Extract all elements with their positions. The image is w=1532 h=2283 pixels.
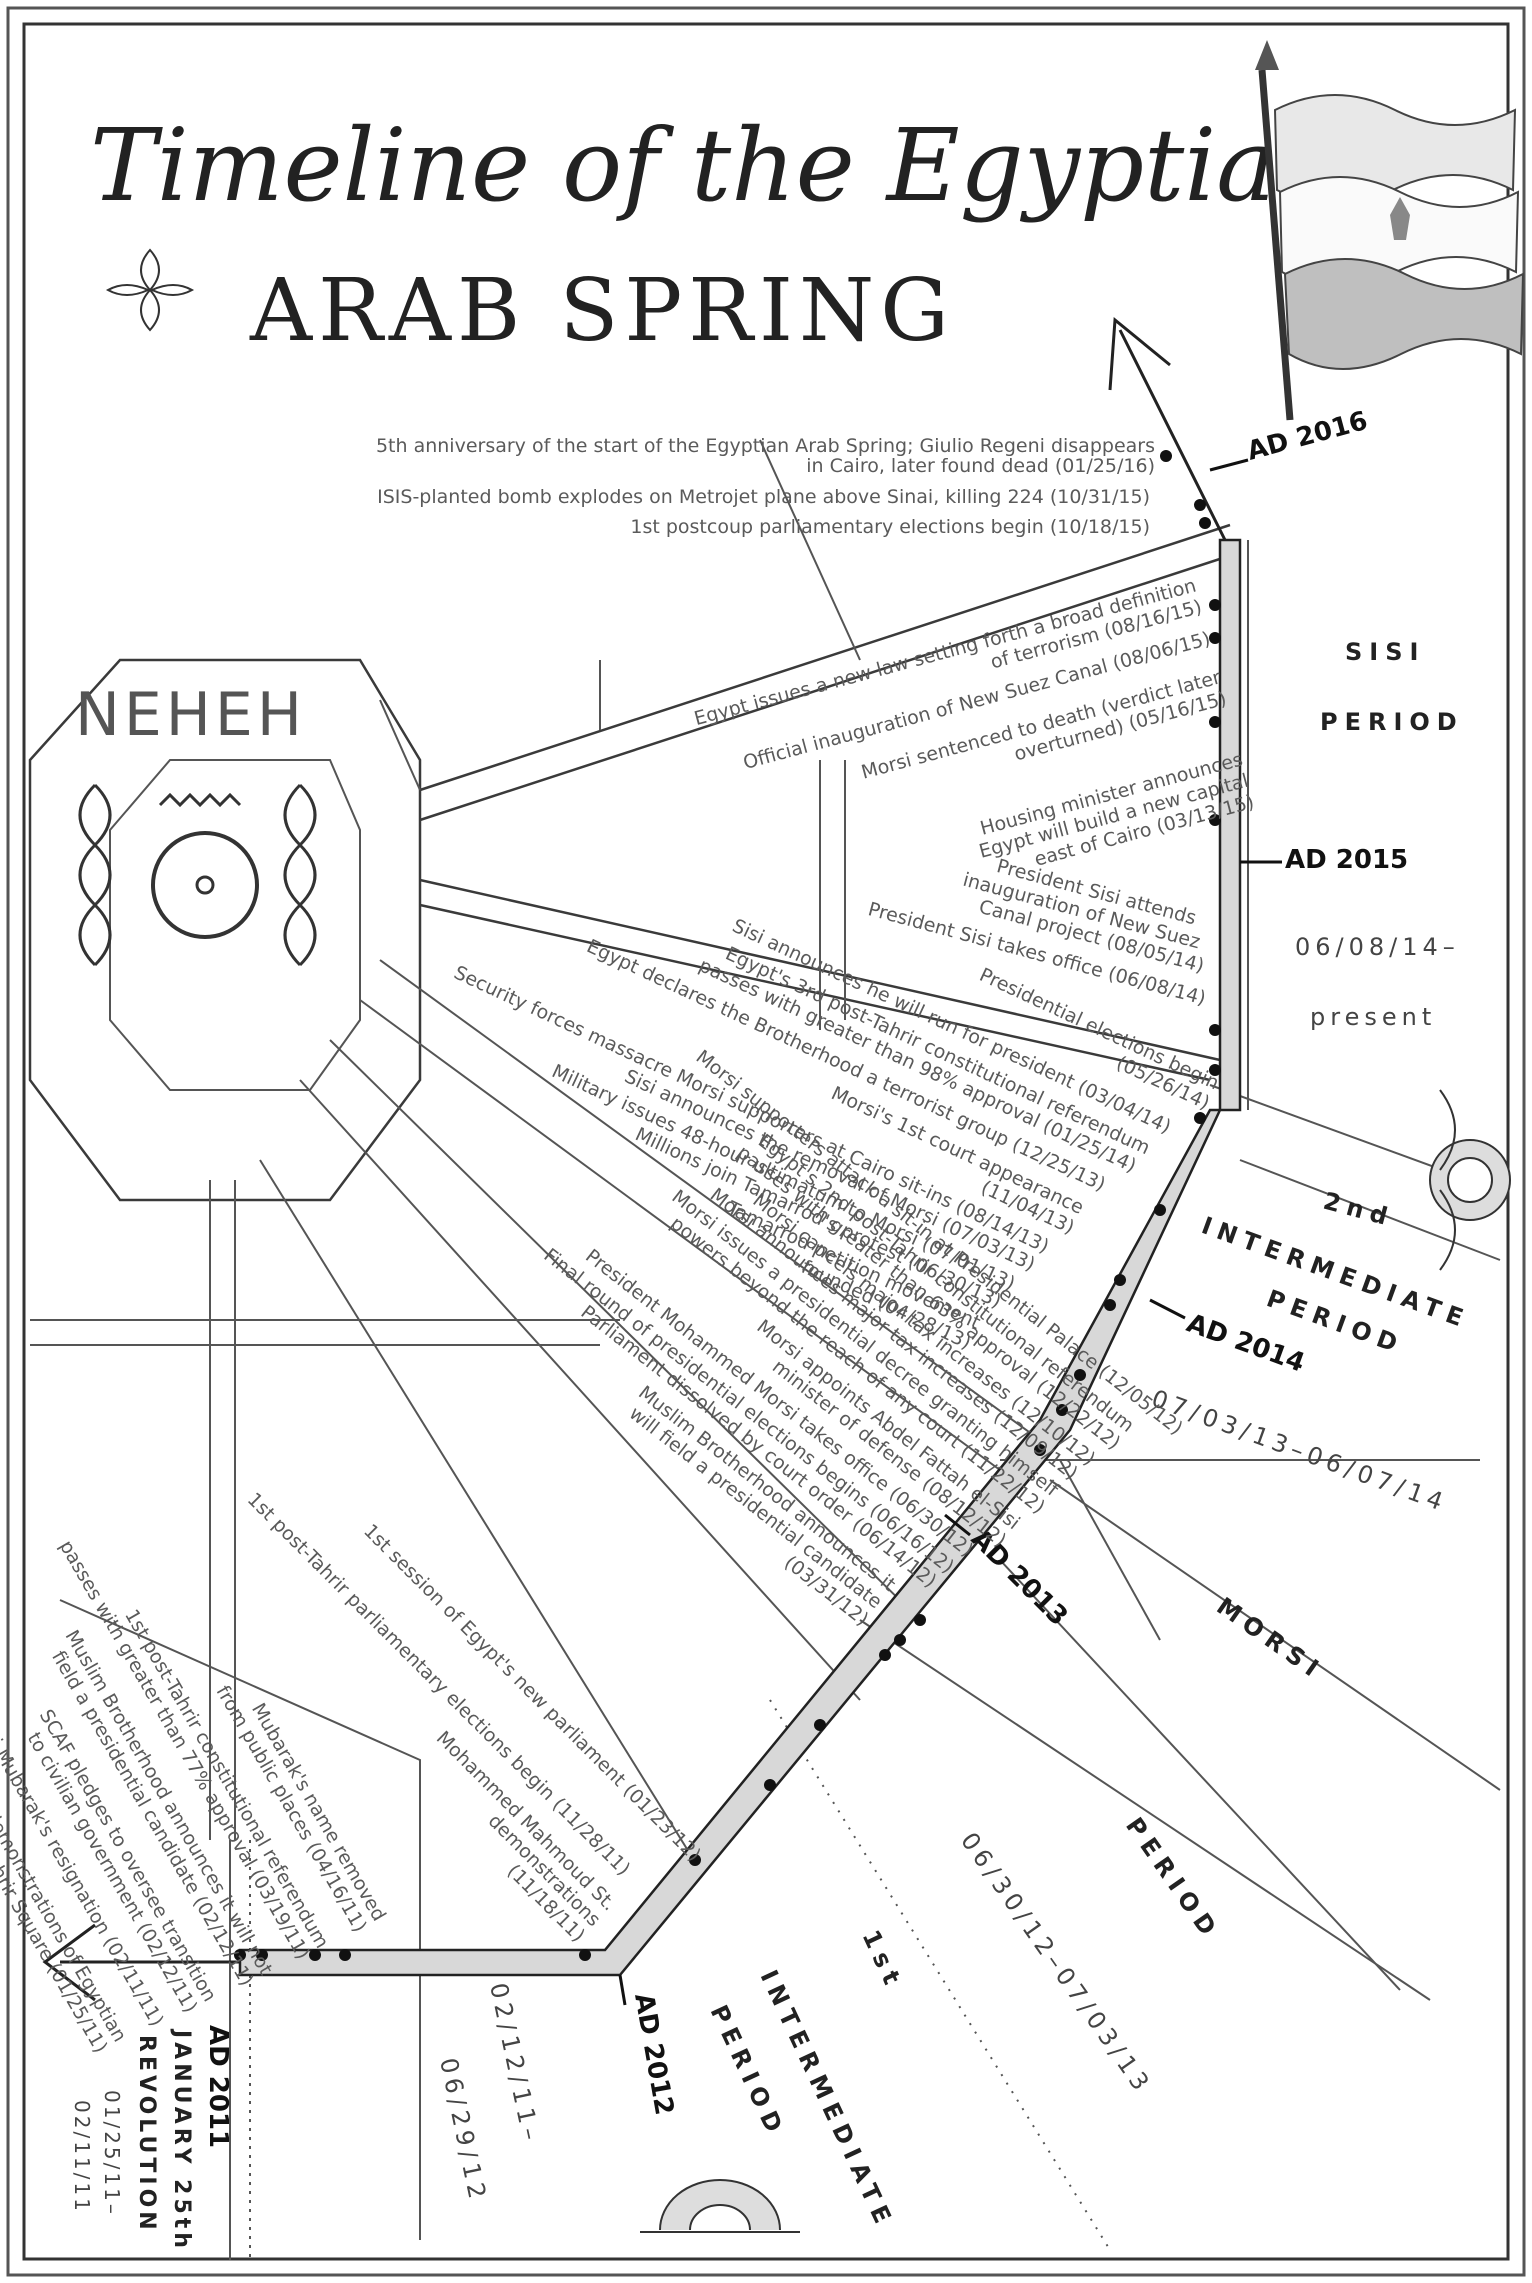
period-revolution: JANUARY 25th REVOLUTION 01/25/11– 02/11/… <box>70 2028 194 2252</box>
event-dots <box>234 450 1221 1961</box>
sisi-line2: PERIOD <box>1320 708 1464 736</box>
events-2016: 5th anniversary of the start of the Egyp… <box>376 435 1155 538</box>
revolution-line1: JANUARY 25th <box>169 2028 194 2252</box>
page-title: Timeline of the Egyptian ARAB SPRING <box>90 107 1340 361</box>
neheh-emblem: NEHEH <box>75 680 317 967</box>
water-ripple-icon <box>158 792 242 808</box>
period-sisi: SISI PERIOD 06/08/14– present <box>1295 638 1464 1031</box>
compass-ornament-right-icon <box>1429 1089 1511 1271</box>
inner-border <box>22 22 1510 2261</box>
neheh-octagon <box>28 658 422 1202</box>
sisi-dates1: 06/08/14– <box>1295 933 1460 961</box>
revolution-dates2: 02/11/11 <box>70 2100 94 2214</box>
sisi-line1: SISI <box>1345 638 1425 666</box>
era-2015-label: AD 2015 <box>1285 845 1408 875</box>
revolution-line2: REVOLUTION <box>134 2035 159 2234</box>
neheh-label: NEHEH <box>75 680 306 750</box>
title-line-1: Timeline of the Egyptian <box>90 107 1340 224</box>
title-line-2: ARAB SPRING <box>249 261 955 361</box>
event-label: 1st postcoup parliamentary elections beg… <box>630 516 1150 538</box>
compass-ornament-bottom-icon <box>640 2179 800 2233</box>
timeline-band <box>42 317 1242 2002</box>
sisi-dates2: present <box>1310 1003 1436 1031</box>
event-label: ISIS-planted bomb explodes on Metrojet p… <box>377 486 1150 508</box>
event-label: in Cairo, later found dead (01/25/16) <box>806 455 1155 477</box>
event-label: 5th anniversary of the start of the Egyp… <box>376 435 1155 457</box>
twisted-flax-right-icon <box>283 783 317 967</box>
twisted-flax-left-icon <box>78 783 112 967</box>
revolution-dates1: 01/25/11– <box>100 2090 124 2217</box>
arrow-left-icon <box>42 1923 240 2002</box>
sun-disc-icon <box>151 831 259 939</box>
arrow-up-icon <box>1108 317 1227 541</box>
outer-border <box>6 6 1526 2277</box>
egyptian-flag-icon <box>1255 40 1525 421</box>
title-ornament-icon <box>105 248 195 332</box>
era-2011-label: AD 2011 <box>203 2025 233 2148</box>
